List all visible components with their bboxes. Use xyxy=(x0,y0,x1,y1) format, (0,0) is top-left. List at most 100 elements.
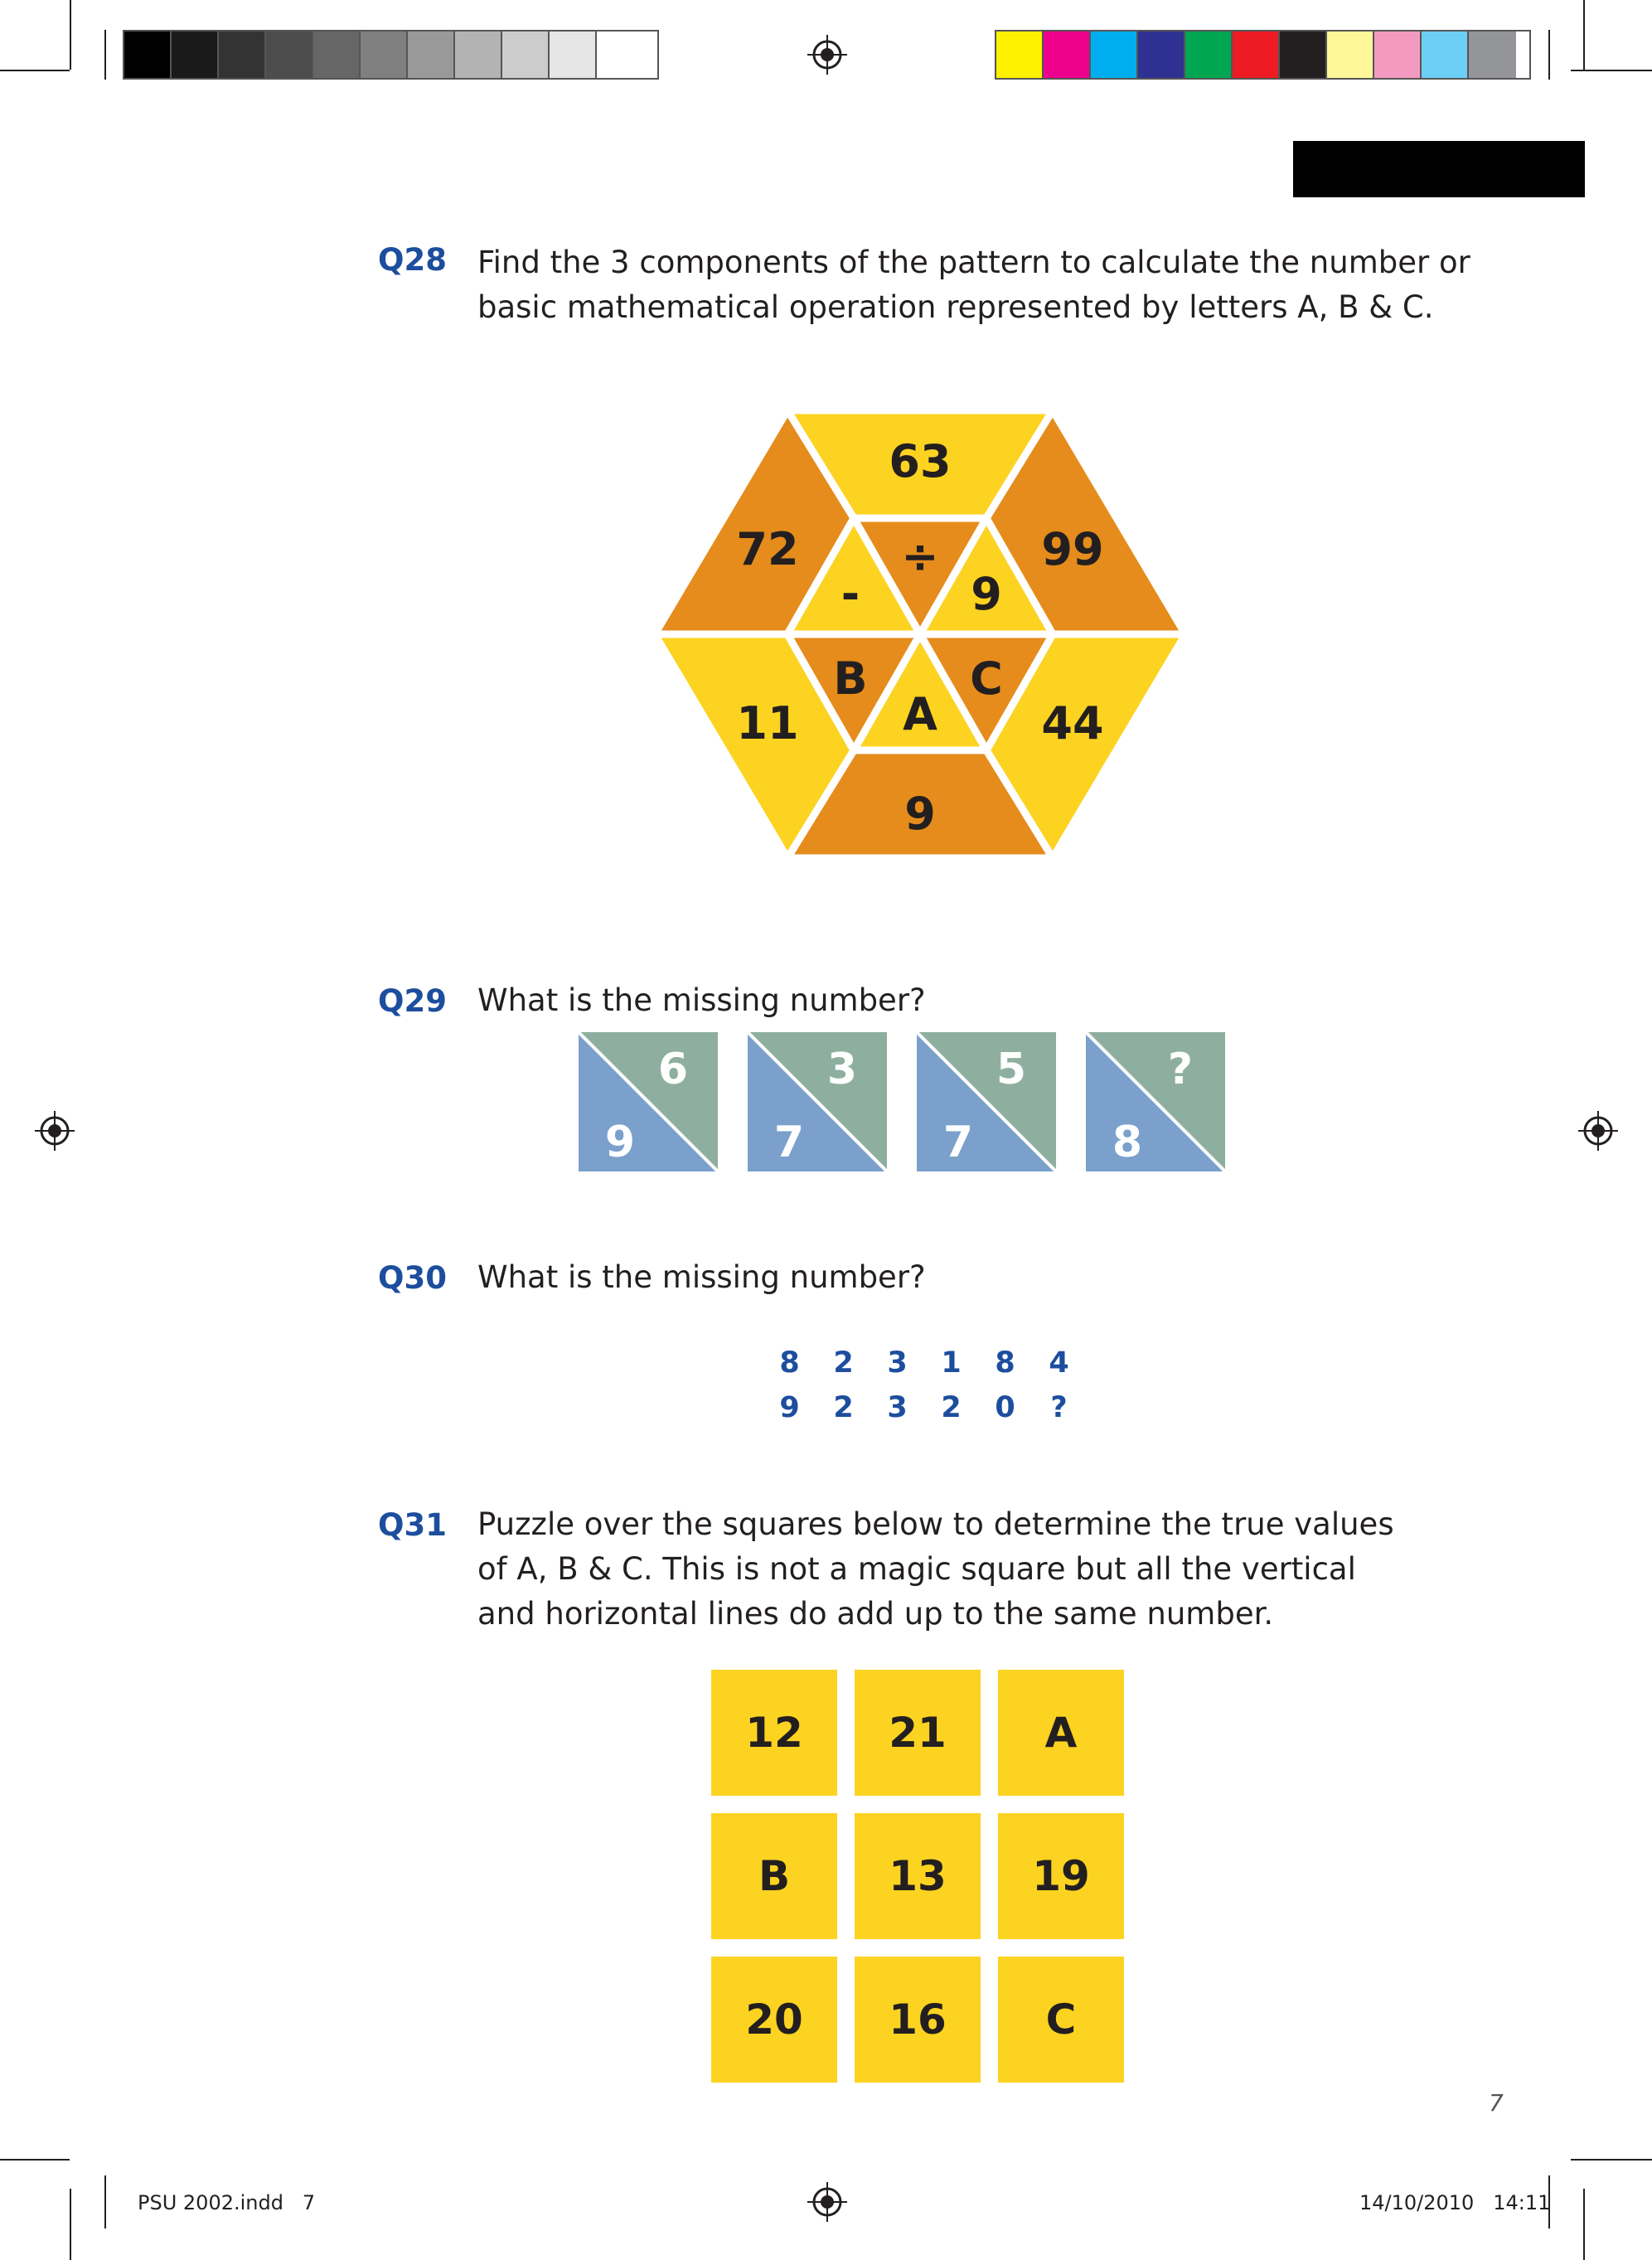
color-swatch xyxy=(1327,32,1374,78)
question-text-q28: Find the 3 components of the pattern to … xyxy=(477,245,1470,325)
color-swatch xyxy=(1091,32,1138,78)
color-swatch xyxy=(550,32,597,78)
question-label-q28: Q28 xyxy=(378,242,447,278)
color-swatch xyxy=(1185,32,1233,78)
registration-mark-icon xyxy=(807,2182,847,2222)
registration-mark-icon xyxy=(807,35,847,75)
slug-filename: PSU 2002.indd 7 xyxy=(138,2191,316,2214)
crop-mark xyxy=(104,30,106,80)
grid-cell: 19 xyxy=(998,1813,1124,1939)
hex-label-outer-top-right: 99 xyxy=(1041,523,1103,575)
number-sequence-row-2: 9 2 3 2 0 ? xyxy=(763,1391,1086,1424)
crop-mark xyxy=(1571,70,1652,71)
color-swatch xyxy=(313,32,361,78)
hex-inner-top-left xyxy=(783,514,924,638)
hex-label-outer-bottom-right: 44 xyxy=(1041,697,1103,749)
triangle-tile: ? 8 xyxy=(1086,1032,1225,1171)
slug-timestamp: 14/10/2010 14:11 xyxy=(1359,2191,1551,2214)
question-text-q29: What is the missing number? xyxy=(477,982,926,1018)
crop-mark xyxy=(1548,2175,1550,2228)
hex-label-outer-top: 63 xyxy=(889,435,951,487)
crop-mark xyxy=(70,2189,71,2260)
color-swatch xyxy=(996,32,1044,78)
tile-bottom-number: 8 xyxy=(1112,1118,1142,1167)
hex-label-inner-top-left: - xyxy=(841,568,860,620)
crop-mark xyxy=(104,2175,106,2228)
grid-cell: 13 xyxy=(855,1813,981,1939)
color-swatch xyxy=(124,32,172,78)
grayscale-swatch-strip xyxy=(123,30,659,80)
hex-label-inner-top-right: 9 xyxy=(971,568,1002,620)
page-number: 7 xyxy=(1489,2089,1504,2117)
sequence-digit: 8 xyxy=(779,1346,800,1380)
tile-top-number: 5 xyxy=(996,1045,1026,1094)
hex-label-outer-top-left: 72 xyxy=(736,523,798,575)
crop-mark xyxy=(0,70,70,71)
color-swatch-strip xyxy=(995,30,1531,80)
color-swatch xyxy=(408,32,455,78)
grid-cell: A xyxy=(998,1670,1124,1796)
number-sequence-row-1: 8 2 3 1 8 4 xyxy=(763,1346,1086,1380)
header-black-bar xyxy=(1293,141,1585,197)
tile-bottom-number: 7 xyxy=(774,1118,804,1167)
grid-cell: 16 xyxy=(855,1957,981,2083)
color-swatch xyxy=(361,32,408,78)
color-swatch xyxy=(1233,32,1280,78)
question-label-q29: Q29 xyxy=(378,983,447,1019)
sequence-digit: 0 xyxy=(995,1391,1015,1424)
question-label-q30: Q30 xyxy=(378,1260,447,1296)
hex-label-outer-bottom-left: 11 xyxy=(736,697,798,749)
grid-cell: 21 xyxy=(855,1670,981,1796)
grid-cell: 20 xyxy=(711,1957,837,2083)
registration-mark-icon xyxy=(1578,1111,1618,1151)
tile-top-number: 3 xyxy=(827,1045,857,1094)
registration-mark-icon xyxy=(35,1111,75,1151)
color-swatch xyxy=(1044,32,1091,78)
crop-mark xyxy=(0,2159,70,2161)
crop-mark xyxy=(70,0,71,70)
crop-mark xyxy=(1571,2159,1652,2161)
color-swatch xyxy=(597,32,644,78)
crop-mark xyxy=(1583,0,1585,70)
hex-label-inner-bottom-left: B xyxy=(833,652,867,705)
hex-label-outer-bottom: 9 xyxy=(904,788,936,840)
grid-cell: 12 xyxy=(711,1670,837,1796)
sequence-digit: 3 xyxy=(887,1346,908,1380)
sequence-digit: 4 xyxy=(1049,1346,1069,1380)
hex-label-inner-bottom-right: C xyxy=(970,652,1003,705)
tile-top-number: 6 xyxy=(658,1045,688,1094)
triangle-tile: 3 7 xyxy=(748,1032,887,1171)
tile-top-number: ? xyxy=(1168,1045,1193,1094)
color-swatch xyxy=(502,32,550,78)
hex-label-inner-top: ÷ xyxy=(901,531,938,583)
sequence-digit: 1 xyxy=(941,1346,962,1380)
sequence-digit: 2 xyxy=(941,1391,962,1424)
color-swatch xyxy=(1138,32,1185,78)
crop-mark xyxy=(1548,30,1550,80)
hex-label-inner-bottom: A xyxy=(903,688,937,740)
grid-cell: C xyxy=(998,1957,1124,2083)
question-label-q31: Q31 xyxy=(378,1507,447,1543)
color-swatch xyxy=(266,32,313,78)
question-text-q30: What is the missing number? xyxy=(477,1259,926,1295)
hexagon-puzzle: 63 72 99 11 44 9 ÷ - 9 B C A xyxy=(655,410,1185,862)
color-swatch xyxy=(219,32,266,78)
color-swatch xyxy=(1280,32,1327,78)
triangle-tile: 6 9 xyxy=(579,1032,718,1171)
tile-bottom-number: 7 xyxy=(943,1118,973,1167)
color-swatch xyxy=(455,32,502,78)
sequence-digit: 8 xyxy=(995,1346,1015,1380)
sequence-digit: 9 xyxy=(779,1391,800,1424)
sequence-digit: ? xyxy=(1050,1391,1068,1424)
question-text-q31: Puzzle over the squares below to determi… xyxy=(477,1506,1394,1632)
color-swatch xyxy=(1469,32,1516,78)
sequence-digit: 3 xyxy=(887,1391,908,1424)
grid-cell: B xyxy=(711,1813,837,1939)
color-swatch xyxy=(172,32,219,78)
crop-mark xyxy=(1583,2189,1585,2260)
color-swatch xyxy=(1422,32,1469,78)
sequence-digit: 2 xyxy=(833,1391,854,1424)
color-swatch xyxy=(1374,32,1422,78)
sequence-digit: 2 xyxy=(833,1346,854,1380)
tile-bottom-number: 9 xyxy=(605,1118,635,1167)
